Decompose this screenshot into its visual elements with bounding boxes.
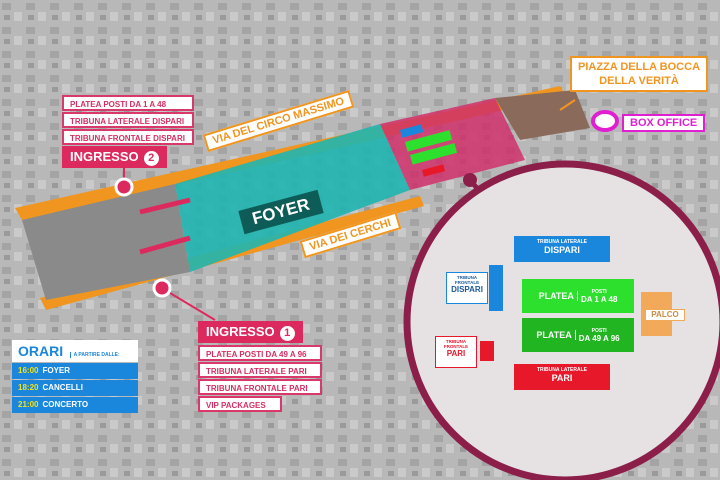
ingresso-number: 2	[143, 151, 159, 166]
seat-top: POSTI	[591, 327, 607, 334]
ingresso1-item: VIP PACKAGES	[198, 396, 282, 412]
piazza-line2: DELLA VERITÀ	[599, 75, 679, 87]
orari-time: 18:20	[18, 383, 39, 392]
seat-main: PLATEA	[539, 291, 578, 301]
tribuna-laterale-pari: TRIBUNA LATERALE PARI	[514, 364, 610, 390]
palco-label: PALCO	[645, 309, 685, 321]
seat-main: DISPARI	[544, 245, 580, 255]
seat-main: PLATEA	[536, 330, 576, 340]
orari-time: 21:00	[18, 400, 39, 409]
box-office-label[interactable]: BOX OFFICE	[622, 114, 706, 132]
seat-top: TRIBUNA LATERALE	[537, 239, 587, 245]
ingresso-number: 1	[279, 326, 295, 341]
orari-header: ORARI A PARTIRE DALLE:	[12, 340, 138, 362]
seat-l2: FRONTALE	[454, 280, 480, 285]
seat-sub: DA 1 A 48	[580, 294, 618, 304]
ingresso-1-label[interactable]: INGRESSO 1	[198, 321, 303, 343]
ingresso-text: INGRESSO	[70, 149, 139, 164]
seat-l1: TRIBUNA	[445, 339, 467, 344]
ingresso-text: INGRESSO	[206, 324, 275, 339]
seat-main: DISPARI	[451, 285, 483, 294]
seat-l2: FRONTALE	[443, 344, 469, 349]
seat-sub: DA 49 A 96	[578, 333, 620, 343]
seat-l1: TRIBUNA	[456, 275, 478, 280]
stadium-area	[22, 184, 190, 300]
orari-label: FOYER	[42, 366, 71, 375]
ingresso2-item: TRIBUNA FRONTALE DISPARI	[62, 129, 194, 145]
tribuna-laterale-dispari: TRIBUNA LATERALE DISPARI	[514, 236, 610, 262]
orari-title: ORARI	[18, 343, 64, 359]
tribuna-frontale-dispari: TRIBUNA FRONTALE DISPARI	[446, 272, 488, 304]
seat-main: PARI	[551, 373, 573, 383]
ingresso1-item: TRIBUNA LATERALE PARI	[198, 362, 322, 378]
orari-subtitle: A PARTIRE DALLE:	[69, 352, 120, 358]
seat-top: TRIBUNA LATERALE	[537, 367, 587, 373]
seat-top: POSTI	[591, 288, 607, 295]
tribuna-frontale-dispari-block	[489, 265, 503, 311]
orari-time: 16:00	[18, 366, 39, 375]
tribuna-frontale-pari: TRIBUNA FRONTALE PARI	[435, 336, 477, 368]
piazza-line1: PIAZZA DELLA BOCCA	[578, 61, 701, 73]
piazza-label: PIAZZA DELLA BOCCA DELLA VERITÀ	[570, 56, 709, 92]
tribuna-frontale-pari-block	[480, 341, 494, 361]
ingresso2-item: TRIBUNA LATERALE DISPARI	[62, 112, 194, 128]
bocca-building	[495, 90, 590, 140]
orari-label: CANCELLI	[42, 383, 83, 392]
ingresso1-item: PLATEA POSTI DA 49 A 96	[198, 345, 322, 361]
ingresso1-item: TRIBUNA FRONTALE PARI	[198, 379, 322, 395]
ingresso2-item: PLATEA POSTI DA 1 A 48	[62, 95, 194, 111]
orari-label: CONCERTO	[42, 400, 89, 409]
seat-main: PARI	[446, 349, 466, 358]
ingresso-2-label[interactable]: INGRESSO 2	[62, 146, 167, 168]
